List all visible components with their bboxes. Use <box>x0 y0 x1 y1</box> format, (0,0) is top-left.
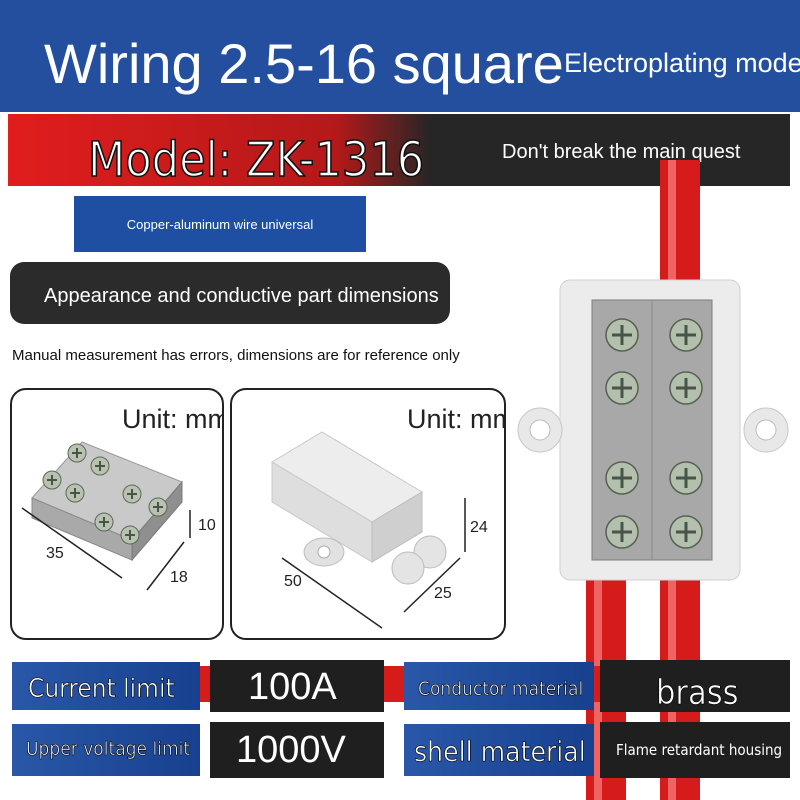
current-limit-tile <box>12 662 200 710</box>
voltage-limit-tile <box>12 724 200 776</box>
current-limit-label: Current limit <box>28 674 175 704</box>
top-banner <box>0 0 800 112</box>
voltage-limit-value-tile <box>210 722 384 778</box>
conductor-dimension-card: Unit: mm 35 18 10 <box>10 388 224 640</box>
voltage-limit-value: 1000V <box>236 729 346 771</box>
housing-width: 25 <box>434 585 452 602</box>
conductor-width: 18 <box>170 569 188 586</box>
model-band <box>8 114 790 186</box>
shell-material-value: Flame retardant housing <box>616 741 783 759</box>
unit-label: Unit: mm <box>122 404 224 434</box>
conductor-material-tile <box>404 662 594 710</box>
housing-height: 24 <box>470 519 488 536</box>
shell-material-tile <box>404 724 594 776</box>
dimensions-header-text: Appearance and conductive part dimension… <box>44 285 439 307</box>
unit-label: Unit: mm <box>407 404 506 434</box>
compatibility-text: Copper-aluminum wire universal <box>126 217 314 232</box>
conductor-material-value: brass <box>656 673 739 713</box>
housing-length: 50 <box>284 573 302 590</box>
page-title: Wiring 2.5-16 square <box>44 32 564 95</box>
slogan-text: Don't break the main quest <box>502 141 741 163</box>
model-number: Model: ZK-1316 <box>87 132 425 188</box>
conductor-material-value-tile <box>600 660 790 712</box>
shell-material-value-tile <box>600 722 790 778</box>
dimensions-header <box>10 262 450 324</box>
conductor-material-label: Conductor material <box>418 678 584 700</box>
voltage-limit-label: Upper voltage limit <box>26 738 191 760</box>
housing-illustration <box>271 431 466 629</box>
current-limit-value-tile <box>210 660 384 712</box>
conductor-height: 10 <box>198 517 216 534</box>
measurement-note: Manual measurement has errors, dimension… <box>12 347 460 364</box>
current-limit-value: 100A <box>248 666 337 708</box>
model-type-label: Electroplating model <box>564 48 800 78</box>
conductor-length: 35 <box>46 545 64 562</box>
housing-dimension-card: Unit: mm 50 25 24 <box>230 388 506 640</box>
conductor-block-illustration <box>21 441 191 591</box>
shell-material-label: shell material <box>414 735 586 768</box>
compatibility-badge <box>74 196 366 252</box>
